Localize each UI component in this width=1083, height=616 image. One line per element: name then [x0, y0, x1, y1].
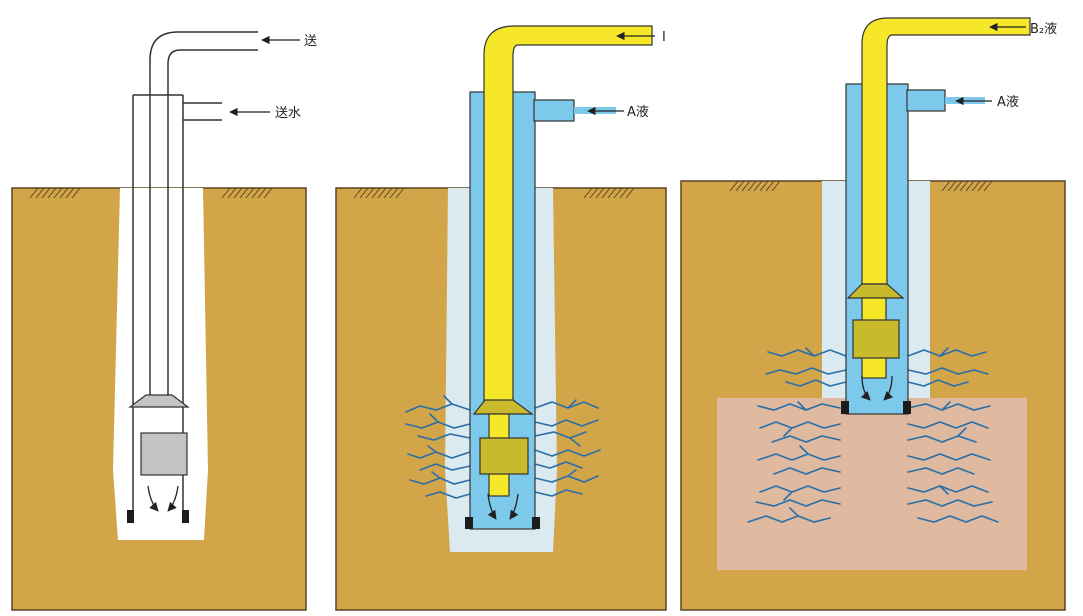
solidified-zone: [717, 398, 1027, 570]
packer-body: [479, 437, 529, 475]
panel-liquid-b2: B₂液 A液: [680, 17, 1066, 611]
pipe-seal-left: [465, 517, 473, 529]
packer-cap: [128, 394, 190, 408]
panel-liquid-a: I A液: [335, 25, 667, 611]
flow-arrow-left: [147, 485, 159, 512]
borehole: [113, 188, 208, 540]
top-inlet-label: 送: [304, 34, 317, 49]
packer-cap: [472, 399, 534, 415]
ground-hatch-left: [353, 187, 405, 199]
ground-hatch-left: [729, 180, 781, 192]
inner-pipe-liquid-b: [483, 25, 653, 403]
pipe-seal-left: [841, 401, 849, 414]
flow-arrow-right: [509, 493, 519, 520]
soil-cracks-upper: [765, 347, 989, 387]
inner-pipe: [149, 31, 258, 395]
packer-cap: [846, 283, 905, 299]
side-inlet-label: A液: [997, 95, 1019, 110]
side-inlet-pipe: [533, 99, 575, 122]
side-inlet-label: 送水: [275, 106, 301, 121]
side-inlet-pipe: [183, 102, 222, 121]
flow-arrow-right: [883, 375, 894, 401]
top-inlet-label: B₂液: [1030, 22, 1057, 37]
side-inlet-pipe: [906, 89, 946, 112]
flow-arrow-left: [860, 375, 871, 401]
soil-cracks: [405, 395, 601, 499]
inner-pipe-liquid-b: [861, 17, 1031, 285]
side-inlet-label: A液: [627, 105, 649, 120]
flow-arrow-right: [167, 485, 179, 512]
pipe-seal-left: [127, 510, 134, 523]
pipe-seal-right: [903, 401, 911, 414]
soil-cracks-lower: [747, 401, 999, 523]
ground-hatch-right: [221, 187, 273, 199]
panel-water-feed: 送 送水: [11, 31, 317, 611]
ground-hatch-right: [583, 187, 635, 199]
pipe-seal-right: [182, 510, 189, 523]
top-inlet-label: I: [662, 30, 666, 45]
flow-arrow-left: [487, 493, 497, 520]
ground-hatch-left: [29, 187, 81, 199]
packer-body: [852, 319, 900, 359]
ground-hatch-right: [941, 180, 993, 192]
packer-body: [140, 432, 188, 476]
pipe-seal-right: [532, 517, 540, 529]
